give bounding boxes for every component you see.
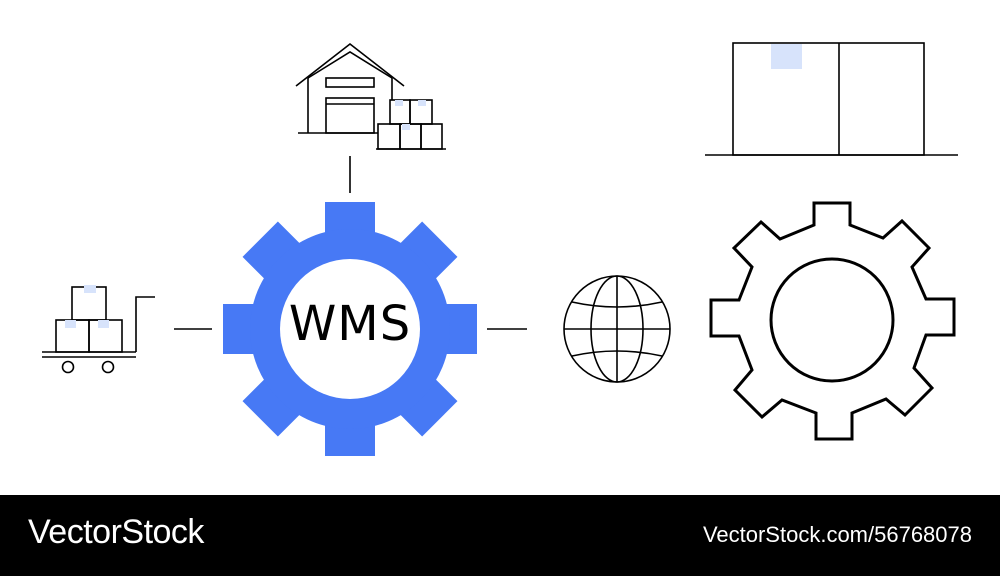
- image-id-text: VectorStock.com/56768078: [702, 522, 972, 547]
- wms-illustration: [42, 42, 958, 456]
- gear-icon: [223, 202, 477, 456]
- wms-label: WMS: [288, 296, 412, 352]
- watermark-footer: VectorStock VectorStock.com/56768078: [0, 495, 1000, 576]
- warehouse-icon: [295, 42, 446, 150]
- closed-box-icon: [705, 42, 958, 156]
- gear-outline-icon: [709, 201, 956, 441]
- vectorstock-logo: VectorStock: [28, 513, 204, 551]
- globe-icon: [563, 275, 671, 383]
- hand-truck-icon: [42, 285, 155, 374]
